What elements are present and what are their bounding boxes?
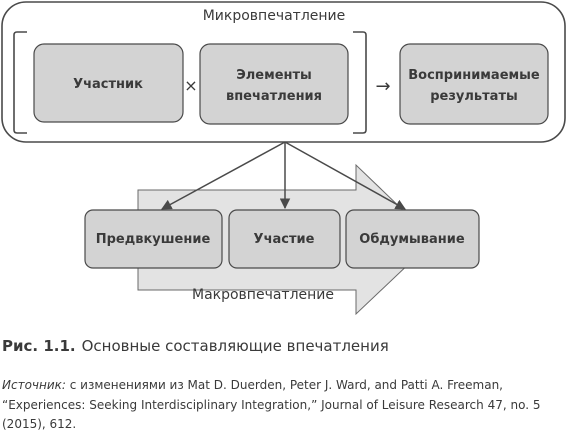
source-text: с изменениями из Mat D. Duerden, Peter J… bbox=[2, 378, 541, 431]
perceived-results-label-line2: результаты bbox=[430, 89, 518, 104]
figure-source: Источник: с изменениями из Mat D. Duerde… bbox=[2, 376, 564, 435]
grouping-bracket bbox=[13, 31, 367, 134]
reflection-label: Обдумывание bbox=[359, 232, 465, 247]
perceived-results-label-line1: Воспринимаемые bbox=[408, 68, 540, 83]
participant-label: Участник bbox=[73, 77, 143, 92]
reflection-box bbox=[345, 209, 480, 269]
anticipation-box bbox=[84, 209, 223, 269]
perceived-results-box bbox=[399, 43, 549, 125]
anticipation-label: Предвкушение bbox=[96, 232, 211, 247]
figure-title: Основные составляющие впечатления bbox=[81, 337, 389, 355]
figure-number: Рис. 1.1. bbox=[2, 337, 76, 355]
participant-box bbox=[33, 43, 184, 123]
source-label: Источник: bbox=[2, 378, 66, 392]
experience-elements-label-line1: Элементы bbox=[236, 68, 312, 83]
result-arrow-symbol: → bbox=[375, 76, 390, 97]
micro-experience-title: Микровпечатление bbox=[203, 8, 346, 24]
experience-diagram: Микровпечатление Участник × Элементы впе… bbox=[1, 1, 566, 316]
connector-arrow-reflection bbox=[284, 141, 406, 210]
connector-arrow-anticipation bbox=[161, 141, 286, 210]
participation-box bbox=[228, 209, 341, 269]
figure-caption: Рис. 1.1. Основные составляющие впечатлен… bbox=[2, 337, 389, 355]
participation-label: Участие bbox=[254, 232, 315, 247]
experience-elements-label-line2: впечатления bbox=[226, 89, 322, 104]
experience-elements-box bbox=[199, 43, 349, 125]
times-symbol: × bbox=[184, 76, 197, 95]
macro-experience-title: Макровпечатление bbox=[192, 287, 334, 303]
